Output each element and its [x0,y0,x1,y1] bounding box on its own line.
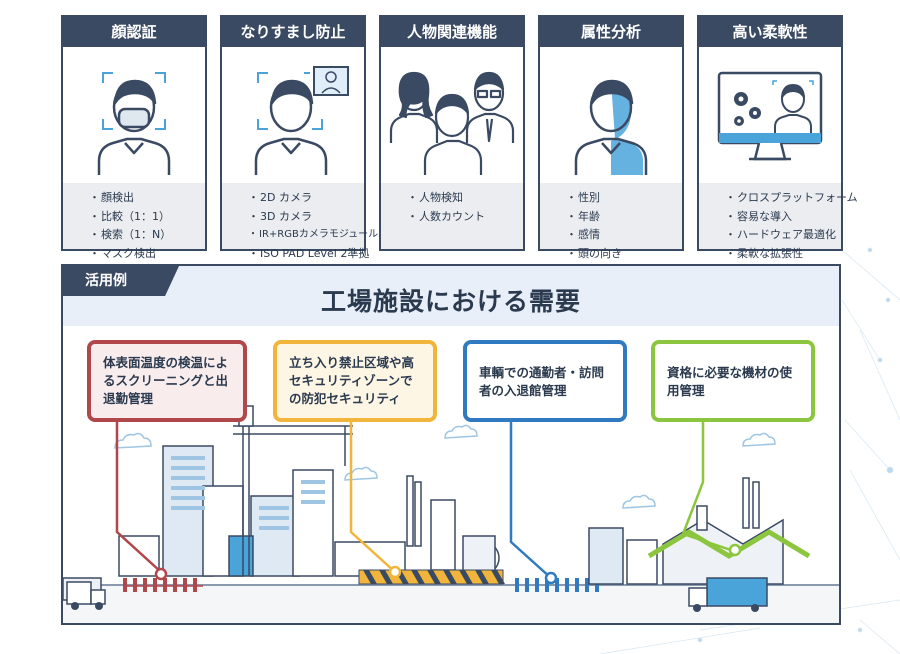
monitor-gears-icon [699,47,841,183]
usecase-tag: 活用例 [63,266,179,296]
spoof-detection-icon [222,47,364,183]
list-item: 年齢 [566,208,682,227]
list-item: 容易な導入 [725,208,841,227]
list-item: 感情 [566,226,682,245]
list-item: 頭の向き [566,245,682,264]
callout-restricted-area-security: 立ち入り禁止区域や高セキュリティゾーンでの防犯セキュリティ [273,340,437,422]
people-group-icon [381,47,523,183]
factory-illustration [63,405,839,623]
callout-temperature-screening: 体表面温度の検温によるスクリーニングと出退勤管理 [87,340,247,422]
list-item: 柔軟な拡張性 [725,245,841,264]
card-title: 高い柔軟性 [699,17,841,47]
feature-card-attribute-analysis: 属性分析 性別 年齢 感情 頭の向き [538,15,684,260]
card-title: 属性分析 [540,17,682,47]
list-item: 3D カメラ [248,208,364,227]
list-item: 人数カウント [407,208,523,227]
feature-card-flexibility: 高い柔軟性 クロスプラットフォーム 容易な導入 ハードウェア最適化 柔軟な拡張性 [697,15,858,260]
face-scan-icon [63,47,205,183]
feature-card-face-recognition: 顔認証 顔検出 比較（1：1） 検索（1：N） マスク検出 [61,15,207,260]
callout-vehicle-access-control: 車輌での通勤者・訪問者の入退館管理 [463,340,627,422]
list-item: 比較（1：1） [89,208,205,227]
list-item: マスク検出 [89,245,205,264]
card-title: 顔認証 [63,17,205,47]
list-item: ISO PAD Level 2準拠 [248,245,369,264]
usecase-panel: 活用例 工場施設における需要 体表面温度の検温によるスクリーニングと出退勤管理 … [61,264,841,625]
feature-card-anti-spoofing: なりすまし防止 2D カメラ 3D カメラ IR+RGBカメラモジュール ISO… [220,15,378,260]
usecase-header [63,266,839,326]
list-item: ハードウェア最適化 [725,226,841,245]
card-title: なりすまし防止 [222,17,364,47]
card-title: 人物関連機能 [381,17,523,47]
usecase-title: 工場施設における需要 [320,287,581,316]
attribute-analysis-icon [540,47,682,183]
callout-equipment-usage-control: 資格に必要な機材の使用管理 [651,340,815,422]
list-item: 性別 [566,189,682,208]
card-feature-list: 性別 年齢 感情 頭の向き [540,183,682,260]
card-feature-list: クロスプラットフォーム 容易な導入 ハードウェア最適化 柔軟な拡張性 [699,183,858,260]
list-item: 顔検出 [89,189,205,208]
list-item: 検索（1：N） [89,226,205,245]
card-feature-list: 2D カメラ 3D カメラ IR+RGBカメラモジュール ISO PAD Lev… [222,183,378,260]
feature-card-people-functions: 人物関連機能 人物検知 人数カウント [379,15,525,251]
card-feature-list: 顔検出 比較（1：1） 検索（1：N） マスク検出 [63,183,205,260]
list-item: 2D カメラ [248,189,364,208]
card-feature-list: 人物検知 人数カウント [381,183,523,249]
list-item: 人物検知 [407,189,523,208]
list-item: クロスプラットフォーム [725,189,858,208]
list-item: IR+RGBカメラモジュール [248,226,378,245]
